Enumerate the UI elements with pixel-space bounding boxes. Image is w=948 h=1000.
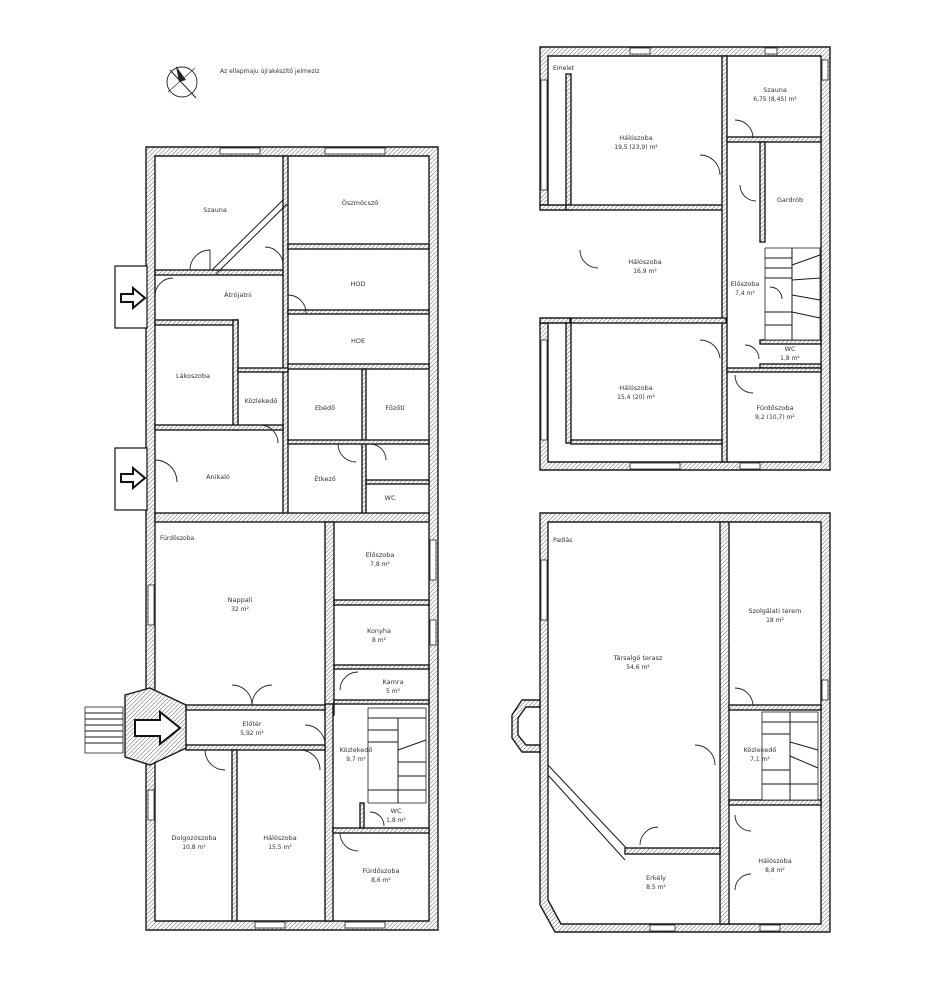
gf-haloszoba-area: 15,5 m²	[268, 844, 292, 851]
ground-floor-doors	[154, 246, 387, 852]
attic-interior-walls	[624, 521, 822, 925]
gf-wc2-area: 1,8 m²	[386, 817, 406, 824]
gf-kamra-area: 5 m²	[386, 688, 401, 695]
upper-floor-room-labels: Hálószoba 19,5 (23,9) m² Szauna 6,75 (8,…	[614, 86, 803, 421]
gf-wc1-label: WC	[385, 494, 396, 502]
attic-outer-wall	[539, 512, 831, 933]
gf-fozo-label: Főzőtí	[385, 403, 404, 412]
gf-hod-label: HOD	[350, 280, 365, 288]
upper-floor-interior-walls	[565, 55, 822, 463]
gf-oszmocszo-label: Öszmöcsző	[342, 198, 379, 207]
attic-doors	[639, 687, 754, 891]
gf-kozlekedo1-label: Közlekedő	[245, 396, 278, 405]
attic-room-labels: Társalgó terasz 54,6 m² Szolgálati terem…	[613, 607, 802, 891]
uf-halo1-label: Hálószoba	[619, 134, 653, 142]
uf-wc-area: 1,8 m²	[780, 355, 800, 362]
upper-floor-windows	[540, 47, 829, 470]
gf-ebedo-label: Ebédő	[315, 403, 335, 412]
gf-konyha-area: 8 m²	[372, 637, 387, 644]
at-tarsalgo-area: 54,6 m²	[626, 664, 650, 671]
attic-windows	[540, 559, 829, 932]
ground-floor-interior-walls	[154, 155, 430, 922]
gf-etkezo-label: Étkező	[314, 474, 336, 483]
uf-furdo-area: 9,2 (10,7) m²	[755, 414, 795, 421]
attic-staircase	[761, 711, 819, 801]
gf-nappali-area: 32 m²	[231, 606, 249, 613]
gf-konyha-label: Konyha	[367, 627, 391, 635]
attic-plan: Padlás Társalgó terasz 54,6 m² Szolgálat…	[511, 512, 831, 933]
front-porch-stairs	[84, 687, 187, 766]
at-haloszoba-label: Hálószoba	[758, 857, 792, 865]
upper-floor-corner-label: Emelet	[553, 65, 575, 72]
gf-kamra-label: Kamra	[382, 678, 403, 686]
gf-atrium-label: Átrójatni	[224, 290, 252, 299]
uf-eloszoba-label: Előszoba	[731, 279, 760, 288]
gf-furdo-label: Fürdőszoba	[362, 866, 399, 875]
ground-floor-room-labels: Szauna Öszmöcsző Átrójatni HOD HOE Lákos…	[171, 198, 406, 884]
diagonal-wall	[211, 199, 288, 275]
gf-wc2-label: WC	[391, 807, 402, 815]
gf-anikalo-label: Anikaló	[206, 473, 230, 481]
gf-dolgozo-label: Dolgozószoba	[171, 834, 216, 842]
attic-diagonal-wall	[547, 764, 631, 861]
gf-dolgozo-area: 10,8 m²	[182, 844, 206, 851]
at-haloszoba-area: 8,8 m²	[765, 867, 785, 874]
at-szolgalati-area: 18 m²	[766, 617, 784, 624]
gf-eloter-label: Előtér	[242, 719, 261, 728]
upper-floor-plan: Emelet Hálószoba 19,5 (23,9) m² Szauna 6…	[539, 46, 831, 471]
gf-lakoszoba-label: Lákoszoba	[176, 372, 210, 380]
uf-wc-label: WC	[785, 345, 796, 353]
gf-eloszoba-area: 7,8 m²	[370, 561, 390, 568]
gf-furdo-area: 8,6 m²	[371, 877, 391, 884]
ground-floor-staircase	[367, 707, 427, 804]
uf-halo1-area: 19,5 (23,9) m²	[614, 144, 658, 151]
north-arrow-icon	[166, 66, 198, 99]
gf-corner-label: Fürdőszoba	[160, 535, 195, 542]
entrance-arrow-upper	[114, 265, 148, 329]
at-kozlekedo-label: Közlekedő	[744, 745, 777, 754]
uf-halo3-area: 15,4 (20) m²	[617, 394, 655, 401]
gf-eloszoba-label: Előszoba	[366, 550, 395, 559]
uf-eloszoba-area: 7,4 m²	[735, 290, 755, 297]
uf-halo2-area: 16,9 m²	[633, 268, 657, 275]
uf-szauna-area: 6,75 (8,45) m²	[753, 96, 797, 103]
gf-kozlekedo2-label: Közlekedő	[340, 745, 373, 754]
at-szolgalati-label: Szolgálati terem	[748, 607, 801, 615]
at-erkely-label: Erkély	[646, 874, 666, 882]
gf-eloter-area: 5,92 m²	[240, 730, 264, 737]
uf-halo2-label: Hálószoba	[628, 258, 662, 266]
uf-furdo-label: Fürdőszoba	[756, 403, 793, 412]
entrance-arrow-lower	[114, 447, 148, 511]
compass-caption: Az ellapmaju újrakészítő jelmeziz	[220, 68, 320, 75]
upper-floor-doors	[579, 119, 783, 394]
at-kozlekedo-area: 7,1 m²	[750, 756, 770, 763]
attic-corner-label: Padlás	[553, 537, 572, 544]
gf-hoe-label: HOE	[351, 337, 365, 345]
upper-floor-staircase	[764, 247, 821, 341]
ground-floor-outer-wall	[145, 146, 439, 931]
at-erkely-area: 8,5 m²	[646, 884, 666, 891]
at-tarsalgo-label: Társalgó terasz	[613, 654, 663, 662]
gf-nappali-label: Nappali	[228, 596, 253, 604]
ground-floor-plan: Fürdőszoba Szauna Öszmöcsző Átrójatni HO…	[84, 146, 439, 931]
gf-haloszoba-label: Hálószoba	[263, 834, 297, 842]
uf-szauna-label: Szauna	[763, 86, 787, 94]
gf-szauna-label: Szauna	[203, 206, 227, 214]
uf-halo3-label: Hálószoba	[619, 384, 653, 392]
ground-floor-windows	[147, 147, 437, 929]
gf-kozlekedo2-area: 9,7 m²	[346, 756, 366, 763]
uf-gardrob-label: Gardrób	[777, 196, 803, 204]
